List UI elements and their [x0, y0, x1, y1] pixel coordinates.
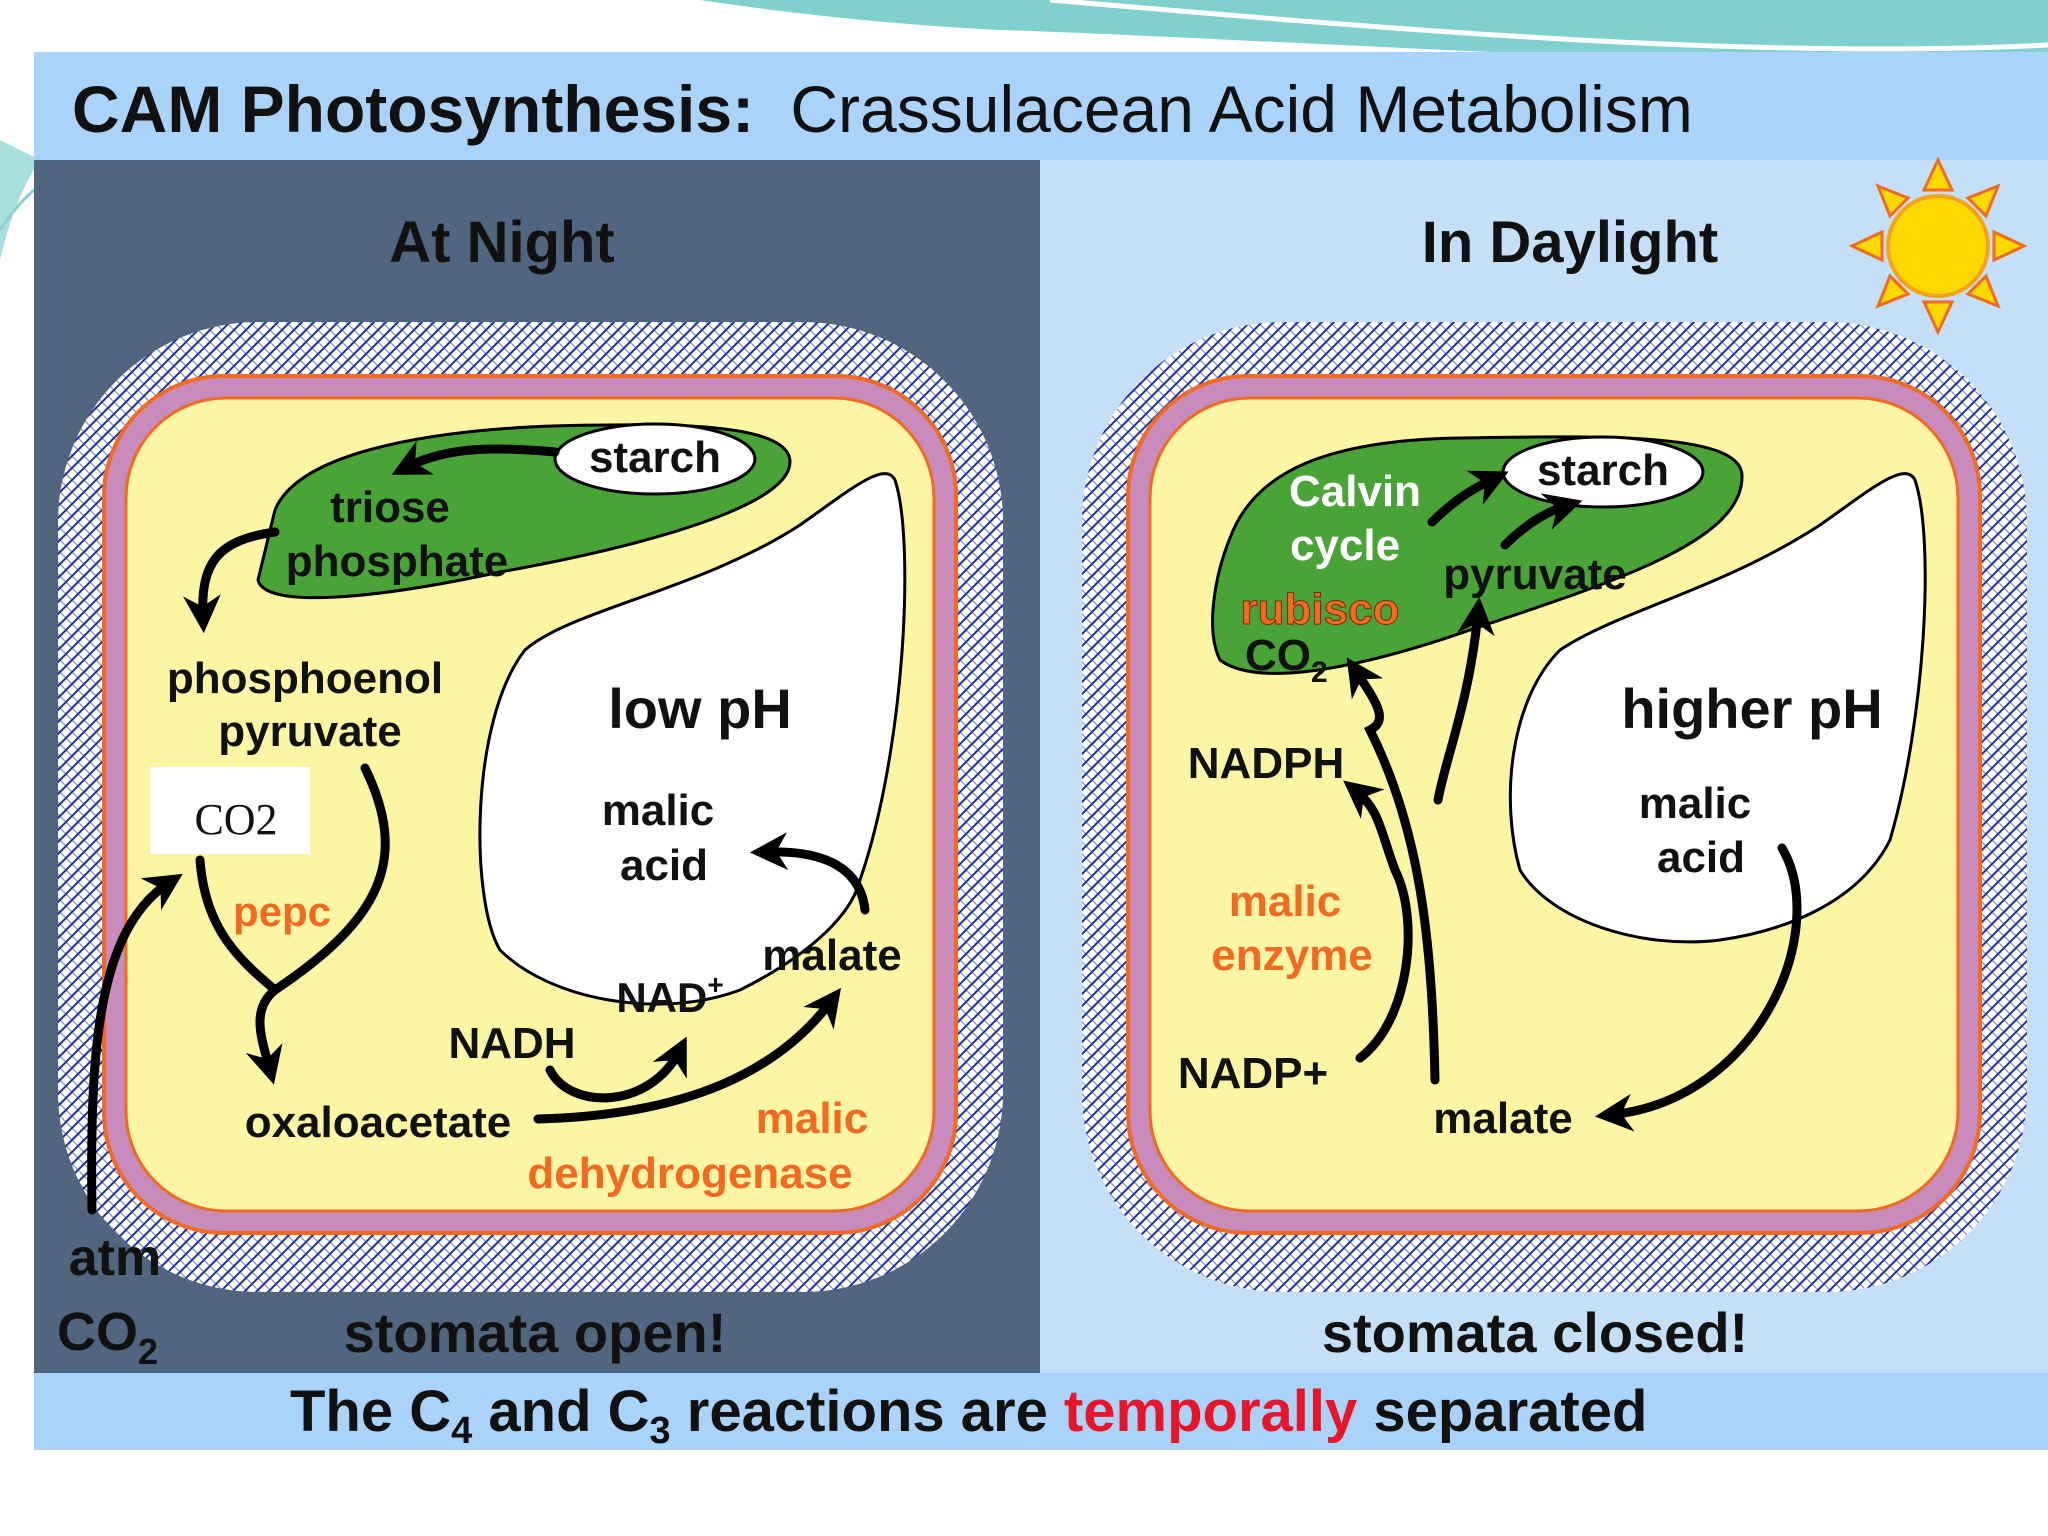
higher-ph: higher pH	[1621, 677, 1882, 740]
night-heading: At Night	[389, 210, 615, 275]
night-starch-label: starch	[589, 433, 721, 482]
night-arrows	[87, 440, 870, 1215]
malate-label-night: malate	[762, 931, 901, 980]
night-triose-label-2: phosphate	[286, 537, 508, 586]
malate-label-day: malate	[1433, 1094, 1572, 1143]
title-bar	[34, 52, 2048, 160]
stomata-open: stomata open!	[344, 1301, 727, 1364]
night-low-ph: low pH	[608, 677, 792, 740]
sun-icon	[1848, 156, 2028, 336]
mdh-label-2: dehydrogenase	[527, 1149, 852, 1198]
day-vacuole	[1508, 472, 1927, 944]
night-malic-acid: malic	[602, 786, 715, 835]
day-heading: In Daylight	[1422, 210, 1718, 275]
day-starch-label: starch	[1537, 446, 1669, 495]
day-malic-acid-2: acid	[1657, 833, 1745, 882]
night-starch-granule	[553, 422, 757, 496]
pep-label-2: pyruvate	[218, 707, 401, 756]
slide-decoration	[0, 0, 2048, 260]
nad-label: NAD+	[616, 969, 723, 1021]
malic-enzyme-label: malic	[1229, 877, 1342, 926]
rubisco-label: rubisco	[1241, 585, 1400, 634]
malic-enzyme-label-2: enzyme	[1211, 931, 1372, 980]
title-rest: Crassulacean Acid Metabolism	[790, 72, 1692, 146]
day-arrows	[1343, 470, 1802, 1132]
nadp-label: NADP+	[1178, 1049, 1328, 1098]
nadph-label: NADPH	[1188, 739, 1344, 788]
night-malic-acid-2: acid	[620, 841, 708, 890]
nadh-label: NADH	[448, 1019, 575, 1068]
page-title: CAM Photosynthesis: Crassulacean Acid Me…	[72, 72, 1693, 146]
atm-co2-label: CO2	[57, 1302, 158, 1372]
mdh-label: malic	[756, 1094, 869, 1143]
night-vacuole	[478, 472, 907, 1006]
calvin-label-2: cycle	[1290, 521, 1400, 570]
day-co2-label: CO2	[1245, 631, 1328, 689]
calvin-label: Calvin	[1289, 467, 1421, 516]
pep-label: phosphoenol	[167, 654, 443, 703]
pepc-label: pepc	[233, 888, 331, 935]
stomata-closed: stomata closed!	[1322, 1301, 1748, 1364]
co2-box	[150, 767, 310, 854]
footer-statement: The C4 and C3 reactions are temporally s…	[290, 1379, 1647, 1452]
day-malic-acid: malic	[1639, 779, 1752, 828]
night-triose-label: triose	[330, 483, 450, 532]
title-bold: CAM Photosynthesis:	[72, 72, 754, 146]
atm-label: atm	[69, 1229, 161, 1287]
co2-box-label: CO2	[194, 795, 277, 844]
highlight-word: temporally	[1064, 1379, 1357, 1444]
oxaloacetate-label: oxaloacetate	[245, 1098, 512, 1147]
footer-bar	[34, 1373, 2048, 1450]
pyruvate-label: pyruvate	[1443, 550, 1626, 599]
